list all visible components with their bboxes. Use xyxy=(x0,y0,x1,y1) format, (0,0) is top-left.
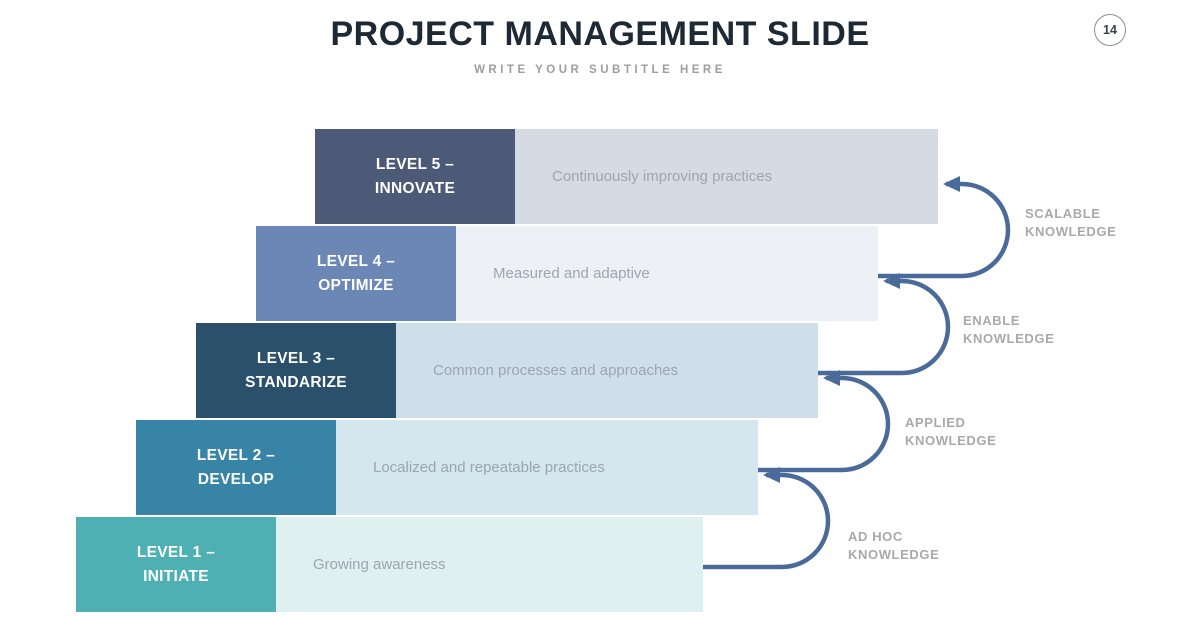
knowledge-adhoc-line1: AD HOC xyxy=(848,529,903,544)
knowledge-scalable-line2: KNOWLEDGE xyxy=(1025,224,1117,239)
page-subtitle: WRITE YOUR SUBTITLE HERE xyxy=(474,64,726,76)
level-4-label-box: LEVEL 4 – OPTIMIZE xyxy=(256,226,456,321)
slide-header: PROJECT MANAGEMENT SLIDE WRITE YOUR SUBT… xyxy=(0,0,1200,76)
level-3-label-box: LEVEL 3 – STANDARIZE xyxy=(196,323,396,418)
level-4-label-line2: OPTIMIZE xyxy=(318,276,394,294)
level-5-description: Continuously improving practices xyxy=(552,168,773,185)
level-1-label-line2: INITIATE xyxy=(143,567,209,585)
knowledge-enable-line1: ENABLE xyxy=(963,313,1021,328)
level-4-description-bar: Measured and adaptive xyxy=(456,226,878,321)
knowledge-scalable-line1: SCALABLE xyxy=(1025,206,1101,221)
level-5-label-box: LEVEL 5 – INNOVATE xyxy=(315,129,515,224)
level-4-label-line1: LEVEL 4 – xyxy=(316,252,396,270)
level-4-description: Measured and adaptive xyxy=(493,265,650,282)
level-5-label-line2: INNOVATE xyxy=(374,179,456,197)
level-1-description-bar: Growing awareness xyxy=(276,517,703,612)
level-3-description-bar: Common processes and approaches xyxy=(396,323,818,418)
knowledge-label-scalable: SCALABLE KNOWLEDGE xyxy=(1025,205,1116,241)
level-5-label-line1: LEVEL 5 – xyxy=(375,155,455,173)
level-1-label-box: LEVEL 1 – INITIATE xyxy=(76,517,276,612)
level-3-label-line2: STANDARIZE xyxy=(245,373,347,391)
knowledge-enable-line2: KNOWLEDGE xyxy=(963,331,1055,346)
knowledge-label-applied: APPLIED KNOWLEDGE xyxy=(905,414,996,450)
level-1-description: Growing awareness xyxy=(313,556,446,573)
level-2-description-bar: Localized and repeatable practices xyxy=(336,420,758,515)
level-2-label-line1: LEVEL 2 – xyxy=(196,446,276,464)
page-number-badge: 14 xyxy=(1094,14,1126,46)
knowledge-label-enable: ENABLE KNOWLEDGE xyxy=(963,312,1054,348)
level-2-label-box: LEVEL 2 – DEVELOP xyxy=(136,420,336,515)
knowledge-applied-line2: KNOWLEDGE xyxy=(905,433,997,448)
level-2-label-line2: DEVELOP xyxy=(197,470,275,488)
level-5-description-bar: Continuously improving practices xyxy=(515,129,938,224)
knowledge-adhoc-line2: KNOWLEDGE xyxy=(848,547,940,562)
page-title: PROJECT MANAGEMENT SLIDE xyxy=(330,15,870,53)
level-1-label-line1: LEVEL 1 – xyxy=(136,543,216,561)
level-2-description: Localized and repeatable practices xyxy=(373,459,605,476)
page-number: 14 xyxy=(1103,23,1117,37)
knowledge-applied-line1: APPLIED xyxy=(905,415,966,430)
level-3-description: Common processes and approaches xyxy=(433,362,679,379)
knowledge-label-adhoc: AD HOC KNOWLEDGE xyxy=(848,528,939,564)
level-3-label-line1: LEVEL 3 – xyxy=(256,349,336,367)
